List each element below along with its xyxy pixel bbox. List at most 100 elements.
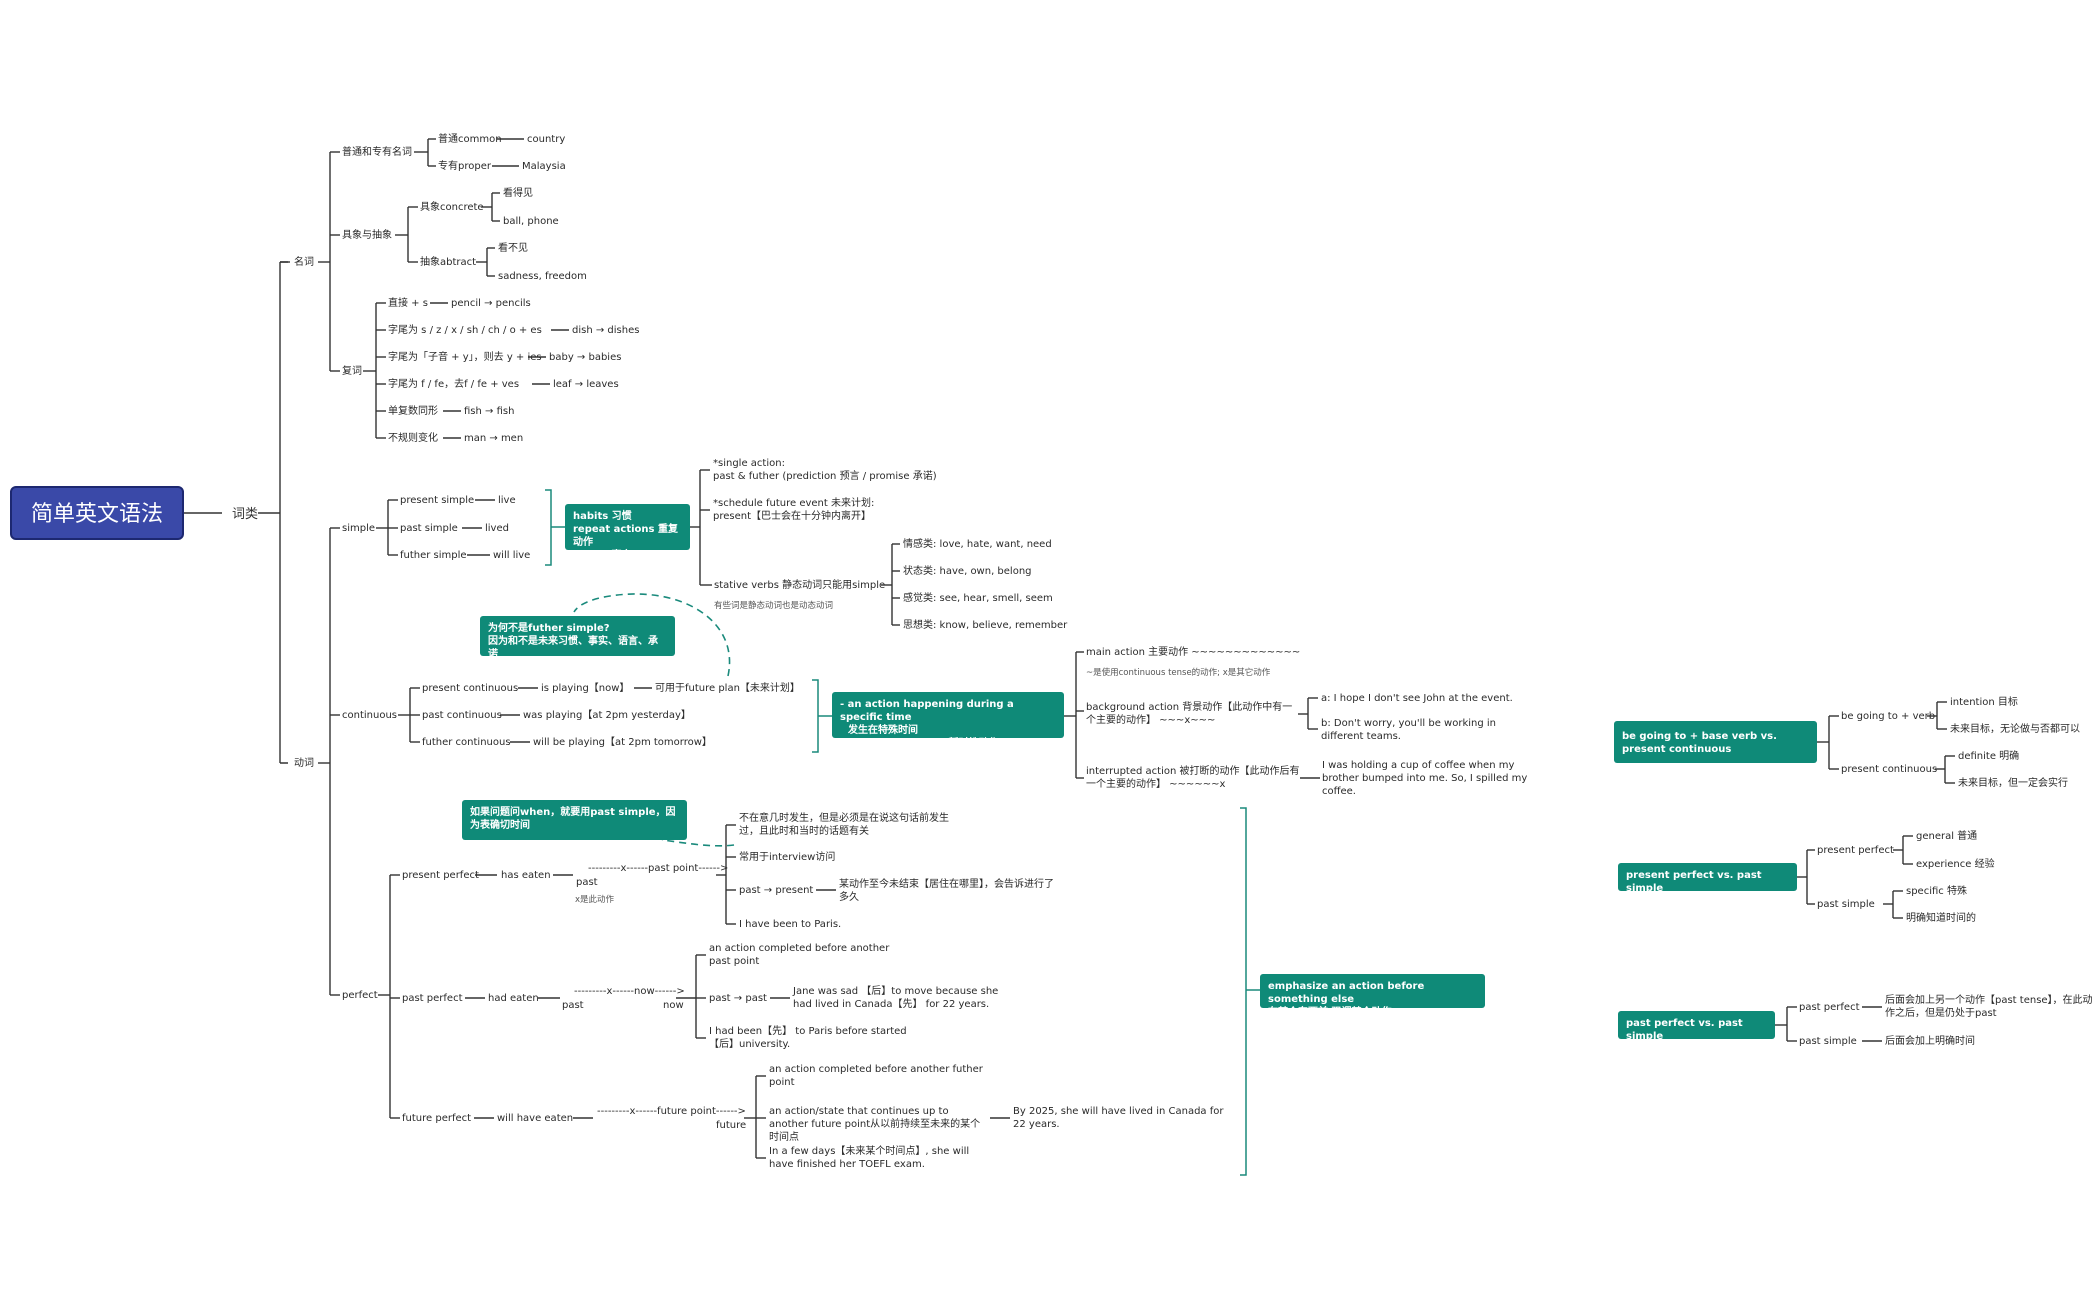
stative-item-1[interactable]: 情感类: love, hate, want, need — [903, 539, 1052, 550]
compare-2-branch-2-item-1: specific 特殊 — [1906, 886, 1967, 897]
future-perfect[interactable]: future perfect — [402, 1113, 472, 1124]
present-perfect-note-4[interactable]: I have been to Paris. — [739, 919, 842, 930]
future-perfect-timeline-future: future — [716, 1120, 747, 1131]
future-perfect-example: will have eaten — [497, 1113, 574, 1124]
futher-simple-callout[interactable]: 为何不是futher simple? 因为和不是未来习惯、事实、语言、承诺 — [480, 616, 675, 660]
present-continuous[interactable]: present continuous — [422, 683, 519, 694]
noun-concrete-sub-2: ball, phone — [503, 216, 559, 227]
noun-common-example: country — [527, 134, 566, 145]
verb-label[interactable]: 动词 — [294, 758, 314, 769]
present-perfect-timeline-past: past — [576, 877, 598, 888]
present-simple[interactable]: present simple — [400, 495, 475, 506]
future-perfect-note-2[interactable]: an action/state that continues up to ano… — [769, 1106, 981, 1143]
present-perfect-timeline-note: x是此动作 — [575, 895, 615, 905]
present-perfect-note-2[interactable]: 常用于interview访问 — [739, 852, 836, 863]
stative-item-4[interactable]: 思想类: know, believe, remember — [903, 620, 1068, 631]
continuous-usage-line-1: - an action happening during a specific … — [840, 699, 1014, 723]
future-perfect-example-sentence: By 2025, she will have lived in Canada f… — [1013, 1106, 1224, 1130]
past-simple[interactable]: past simple — [400, 523, 458, 534]
past-continuous-example: was playing【at 2pm yesterday】 — [523, 710, 691, 721]
background-example-a: a: I hope I don't see John at the event. — [1321, 693, 1513, 704]
plural-rule-3-example: baby → babies — [549, 352, 622, 363]
continuous-label[interactable]: continuous — [342, 710, 397, 721]
category-label[interactable]: 词类 — [232, 507, 259, 522]
background-example-b: b: Don't worry, you'll be working in dif… — [1321, 718, 1497, 742]
futher-continuous-example: will be playing【at 2pm tomorrow】 — [533, 737, 712, 748]
compare-3-branch-1-item-1: 后面会加上另一个动作【past tense】，在此动作之后，但是仍处于past — [1885, 995, 2093, 1019]
plural-rule-3[interactable]: 字尾为「子音 + y」，则去 y + ies — [388, 352, 542, 363]
stative-item-3[interactable]: 感觉类: see, hear, smell, seem — [903, 593, 1053, 604]
futher-simple[interactable]: futher simple — [400, 550, 467, 561]
compare-1-branch-2[interactable]: present continuous — [1841, 764, 1938, 775]
perfect-usage-box[interactable]: emphasize an action before something els… — [1260, 974, 1485, 1018]
noun-label[interactable]: 名词 — [294, 257, 314, 268]
noun-group-concrete-abstract[interactable]: 具象与抽象 — [342, 230, 392, 241]
simple-usage-box[interactable]: habits 习惯 repeat actions 重复动作 states 事实 — [565, 504, 690, 561]
simple-label[interactable]: simple — [342, 523, 376, 534]
simple-usage-line-1: habits 习惯 — [573, 511, 632, 522]
past-continuous[interactable]: past continuous — [422, 710, 502, 721]
past-perfect-note-3[interactable]: I had been【先】 to Paris before started【后】… — [709, 1026, 907, 1050]
compare-1-branch-1-item-2: 未来目标，无论做与否都可以 — [1950, 724, 2080, 735]
present-perfect-note-3[interactable]: past → present — [739, 885, 814, 896]
past-perfect[interactable]: past perfect — [402, 993, 463, 1004]
noun-concrete-sub-1: 看得见 — [503, 188, 533, 199]
interrupted-action[interactable]: interrupted action 被打断的动作【此动作后有一个主要的动作】 … — [1086, 766, 1300, 790]
simple-note-2-title: *schedule future event 未来计划: — [713, 498, 875, 509]
compare-present-perfect-vs-past-simple[interactable]: present perfect vs. past simple — [1618, 863, 1797, 894]
noun-concrete[interactable]: 具象concrete — [420, 202, 484, 213]
past-perfect-pp-note: Jane was sad 【后】to move because she had … — [793, 986, 999, 1010]
past-simple-when-callout[interactable]: 如果问题问when，就要用past simple，因为表确切时间 — [462, 800, 687, 840]
compare-3-branch-2-item-1: 后面会加上明确时间 — [1885, 1036, 1975, 1047]
simple-note-1[interactable]: *single action: past & futher (predictio… — [713, 457, 937, 483]
noun-group-plural[interactable]: 复词 — [342, 366, 362, 377]
noun-group-common-proper[interactable]: 普通和专有名词 — [342, 147, 412, 158]
compare-going-to-vs-present-continuous[interactable]: be going to + base verb vs. present cont… — [1614, 721, 1817, 763]
plural-rule-2[interactable]: 字尾为 s / z / x / sh / ch / o + es — [388, 325, 542, 336]
noun-proper[interactable]: 专有proper — [438, 161, 491, 172]
compare-2-branch-1-item-2: experience 经验 — [1916, 859, 1995, 870]
background-action[interactable]: background action 背景动作【此动作中有一个主要的动作】 ~~~… — [1086, 702, 1293, 726]
root-topic[interactable]: 简单英文语法 — [10, 486, 184, 540]
continuous-usage-box[interactable]: - an action happening during a specific … — [832, 692, 1064, 749]
compare-past-perfect-vs-past-simple[interactable]: past perfect vs. past simple — [1618, 1011, 1775, 1042]
compare-1-branch-1[interactable]: be going to + verb — [1841, 711, 1936, 722]
present-perfect-example: has eaten — [501, 870, 551, 881]
futher-continuous[interactable]: futher continuous — [422, 737, 511, 748]
plural-rule-6[interactable]: 不规则变化 — [388, 433, 438, 444]
present-perfect-note-1[interactable]: 不在意几时发生，但是必须是在说这句话前发生过，且此时和当时的话题有关 — [739, 813, 949, 837]
present-perfect[interactable]: present perfect — [402, 870, 479, 881]
compare-2-branch-2[interactable]: past simple — [1817, 899, 1875, 910]
simple-note-2[interactable]: *schedule future event 未来计划: present【巴士会… — [713, 497, 874, 523]
perfect-label[interactable]: perfect — [342, 990, 378, 1001]
present-simple-example: live — [498, 495, 516, 506]
interrupted-example: I was holding a cup of coffee when my br… — [1322, 760, 1528, 797]
past-perfect-note-1[interactable]: an action completed before another past … — [709, 943, 890, 967]
past-perfect-note-2[interactable]: past → past — [709, 993, 767, 1004]
past-perfect-timeline: ---------x------now------> — [574, 986, 685, 997]
compare-3-branch-2[interactable]: past simple — [1799, 1036, 1857, 1047]
main-action[interactable]: main action 主要动作 ~~~~~~~~~~~~~ — [1086, 647, 1301, 658]
plural-rule-1[interactable]: 直接 + s — [388, 298, 428, 309]
future-perfect-note-3[interactable]: In a few days【未来某个时间点】, she will have fi… — [769, 1146, 970, 1170]
main-action-note: ~是使用continuous tense的动作; x是其它动作 — [1086, 668, 1271, 678]
stative-item-2[interactable]: 状态类: have, own, belong — [903, 566, 1032, 577]
stative-verbs[interactable]: stative verbs 静态动词只能用simple — [714, 580, 886, 591]
noun-common[interactable]: 普通common — [438, 134, 502, 145]
present-perfect-pp-note: 某动作至今未结束【居住在哪里】，会告诉进行了多久 — [839, 879, 1054, 903]
noun-abstract[interactable]: 抽象abtract — [420, 257, 477, 268]
compare-2-branch-1-item-1: general 普通 — [1916, 831, 1978, 842]
simple-note-2-text: present【巴士会在十分钟内离开】 — [713, 511, 872, 522]
plural-rule-4[interactable]: 字尾为 f / fe，去f / fe + ves — [388, 379, 520, 390]
future-perfect-note-1[interactable]: an action completed before another futhe… — [769, 1064, 983, 1088]
plural-rule-5[interactable]: 单复数同形 — [388, 406, 438, 417]
plural-rule-1-example: pencil → pencils — [451, 298, 531, 309]
compare-3-branch-1[interactable]: past perfect — [1799, 1002, 1860, 1013]
simple-note-1-title: *single action: — [713, 458, 785, 469]
present-continuous-extra: 可用于future plan【未来计划】 — [655, 683, 800, 694]
future-perfect-timeline: ---------x------future point------> — [597, 1106, 746, 1117]
continuous-usage-line-3: - temporary action 暂时性动作 — [840, 738, 999, 749]
compare-2-branch-2-item-2: 明确知道时间的 — [1906, 913, 1976, 924]
plural-rule-5-example: fish → fish — [464, 406, 515, 417]
compare-2-branch-1[interactable]: present perfect — [1817, 845, 1894, 856]
